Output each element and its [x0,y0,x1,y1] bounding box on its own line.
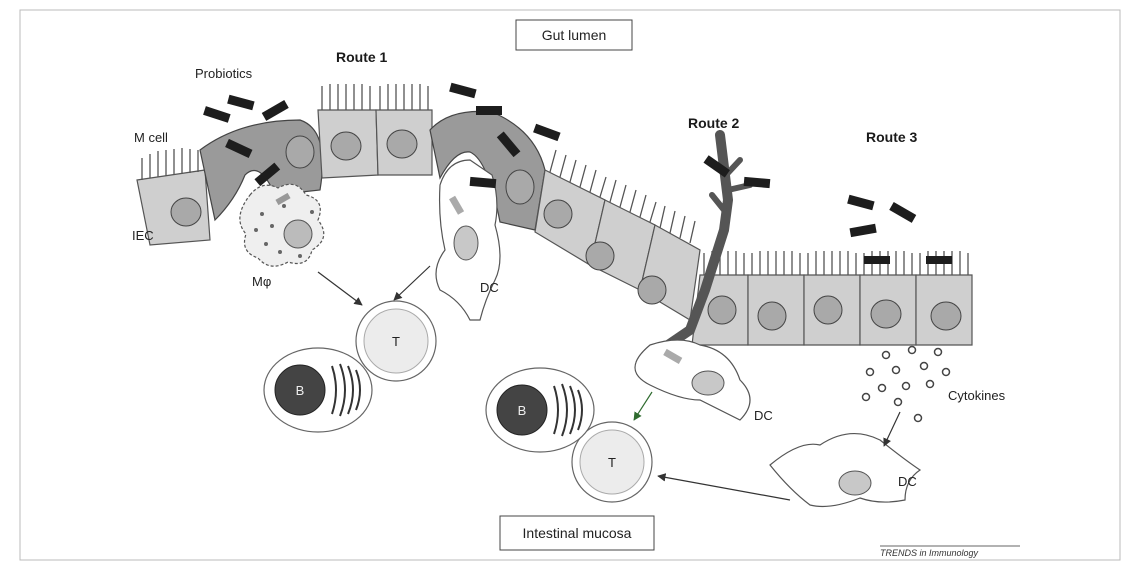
dc-route3 [770,434,920,507]
b-cell-route1-label: B [296,383,305,398]
cytokines [863,347,950,422]
credit-label: TRENDS in Immunology [880,548,979,558]
macrophage [240,184,324,266]
b-cell-route1 [264,348,372,432]
intestinal-mucosa-label: Intestinal mucosa [523,525,632,541]
m-cell-label: M cell [134,130,168,145]
dc-route3-label: DC [898,474,917,489]
cytokines-label: Cytokines [948,388,1006,403]
t-cell-route2-label: T [608,455,616,470]
dc-route2-label: DC [754,408,773,423]
route2-label: Route 2 [688,115,740,131]
macrophage-label: Mφ [252,274,271,289]
iec-cells-route1 [318,84,432,178]
iec-label: IEC [132,228,154,243]
route3-label: Route 3 [866,129,918,145]
gut-lumen-label: Gut lumen [542,27,607,43]
b-cell-route2 [486,368,594,452]
b-cell-route2-label: B [518,403,527,418]
iec-cells-slope [535,150,700,320]
t-cell-route1-label: T [392,334,400,349]
iec-cells-flat [692,251,972,345]
dc-route1-label: DC [480,280,499,295]
probiotics-label: Probiotics [195,66,253,81]
route1-label: Route 1 [336,49,388,65]
